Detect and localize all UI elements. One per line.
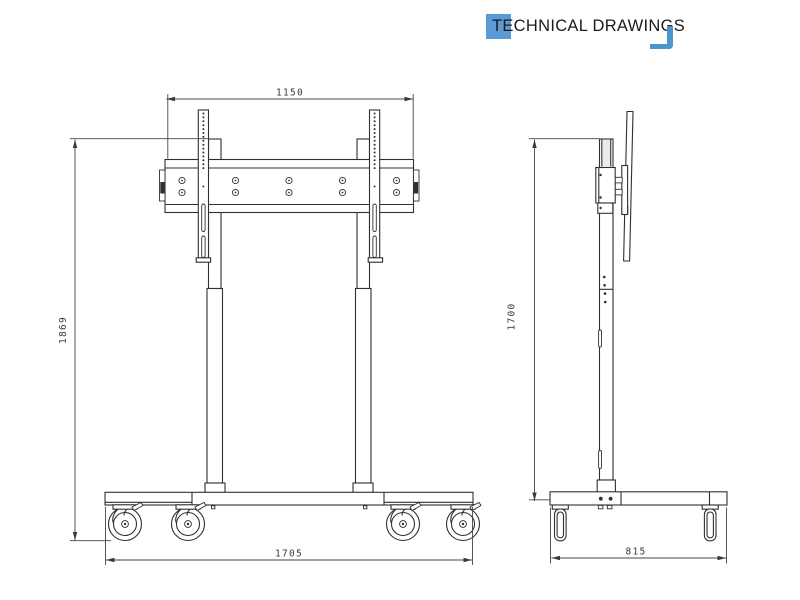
side-base xyxy=(549,491,728,510)
front-view: 1150 1869 1705 xyxy=(58,88,482,565)
dim-front-overall-height: 1869 xyxy=(58,138,209,542)
dim-side-base-depth: 815 xyxy=(550,507,727,564)
caster-side-2 xyxy=(701,504,719,542)
dim-side-column-height: 1700 xyxy=(507,138,599,501)
panel-adapter xyxy=(613,164,629,216)
dim-label: 815 xyxy=(625,547,646,558)
title-accent-square-icon xyxy=(486,14,511,39)
side-view: 1700 815 xyxy=(507,110,728,564)
side-bracket xyxy=(595,166,616,214)
vesa-strip-right xyxy=(367,109,384,263)
caster-front-3 xyxy=(385,501,422,542)
vesa-hole-dots xyxy=(373,112,376,188)
front-base xyxy=(104,491,474,510)
caster-front-2 xyxy=(170,501,207,542)
dim-label: 1705 xyxy=(275,549,303,560)
page-title: TECHNICAL DRAWINGS xyxy=(492,17,686,35)
dim-front-rail-width: 1150 xyxy=(166,88,414,159)
caster-front-1 xyxy=(107,501,144,542)
caster-side-1 xyxy=(551,504,569,542)
dim-label: 1150 xyxy=(276,88,304,99)
dim-front-base-width: 1705 xyxy=(105,507,473,565)
corner-bracket-icon xyxy=(650,26,673,49)
rail-bolt-holes xyxy=(178,176,401,197)
dim-label: 1700 xyxy=(507,302,518,330)
dim-label: 1869 xyxy=(58,316,69,344)
side-column xyxy=(596,138,616,493)
vesa-strip-left xyxy=(195,109,212,263)
vesa-hole-dots xyxy=(202,112,205,188)
title-block: TECHNICAL DRAWINGS xyxy=(486,12,685,42)
caster-front-4 xyxy=(445,501,482,542)
